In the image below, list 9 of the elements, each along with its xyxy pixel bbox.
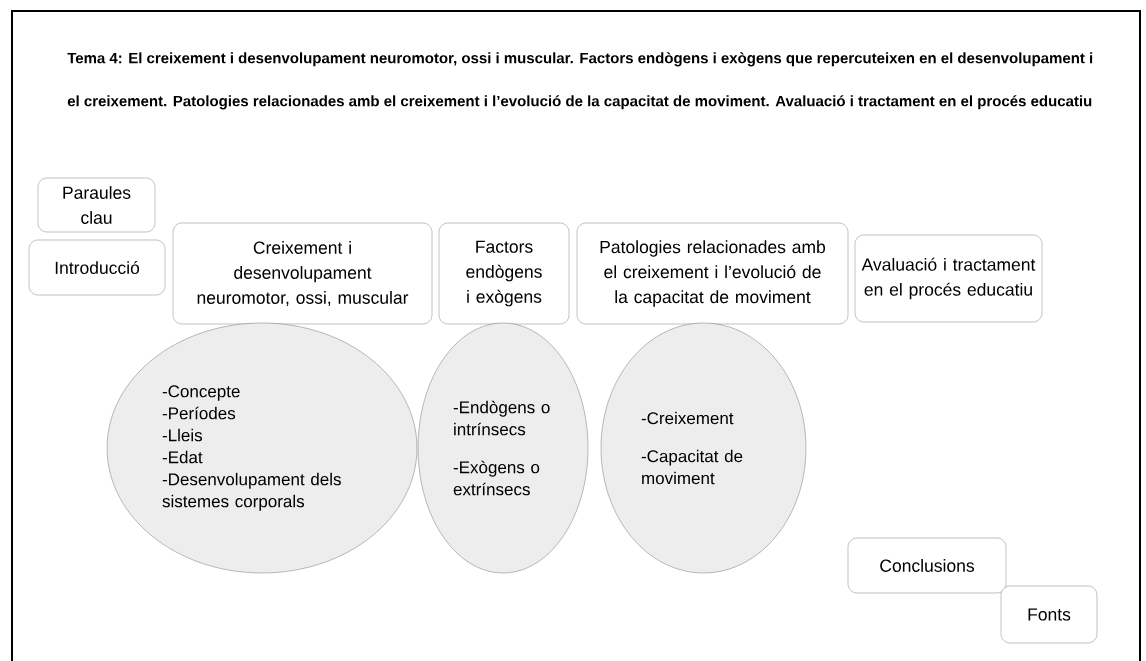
rounded-box: Paraules clau <box>37 177 156 233</box>
title-text: Tema 4: El creixement i desenvolupament neuromotor, ossi i muscular. Factors endògens i exògens que repercuteixen en el desenvolupament i el creixement. Patologies relacionades amb el creixement i l’evolució de la capacitat de moviment. Avaluació i tractament en el procés educatiu <box>67 52 1093 110</box>
rounded-box: Introducció <box>28 239 166 296</box>
rounded-box: Patologies relacionades amb el creixement i l’evolució de la capacitat de moviment <box>576 222 849 325</box>
rounded-box: Creixement i desenvolupament neuromotor, ossi, muscular <box>172 222 433 325</box>
rounded-box: Factors endògens i exògens <box>438 222 570 325</box>
rounded-box: Avaluació i tractament en el procés educatiu <box>854 234 1043 323</box>
rounded-box: Fonts <box>1000 585 1098 644</box>
rounded-box: Conclusions <box>847 537 1007 594</box>
